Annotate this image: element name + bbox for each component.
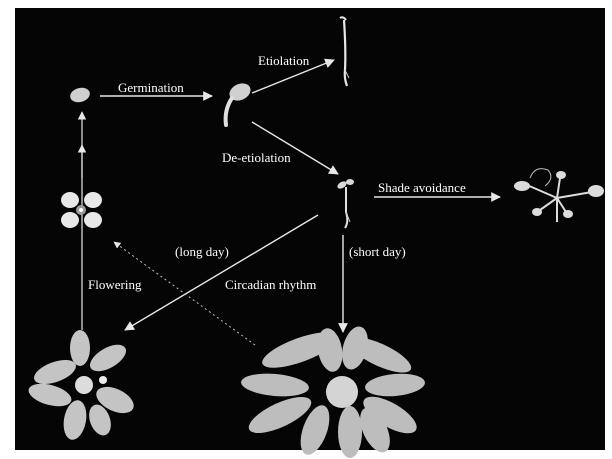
long-day-label: (long day) — [175, 245, 229, 258]
circadian-rhythm-label: Circadian rhythm — [225, 278, 316, 291]
germinating-seedling-image — [226, 80, 254, 125]
short-day-label: (short day) — [349, 245, 406, 258]
flowering-label: Flowering — [88, 278, 141, 291]
etiolated-seedling-image — [340, 17, 349, 86]
seed-image — [69, 86, 92, 105]
shade-avoidance-seedling-image — [514, 169, 604, 222]
long-day-rosette-image — [26, 330, 138, 442]
short-day-rosette-image — [240, 324, 426, 459]
de-etiolation-label: De-etiolation — [222, 151, 291, 164]
etiolation-label: Etiolation — [258, 54, 309, 67]
germination-label: Germination — [118, 81, 184, 94]
de-etiolation-arrow — [252, 122, 338, 174]
long-day-arrow — [125, 215, 318, 330]
shade-avoidance-label: Shade avoidance — [378, 181, 466, 194]
de-etiolated-seedling-image — [336, 179, 354, 228]
